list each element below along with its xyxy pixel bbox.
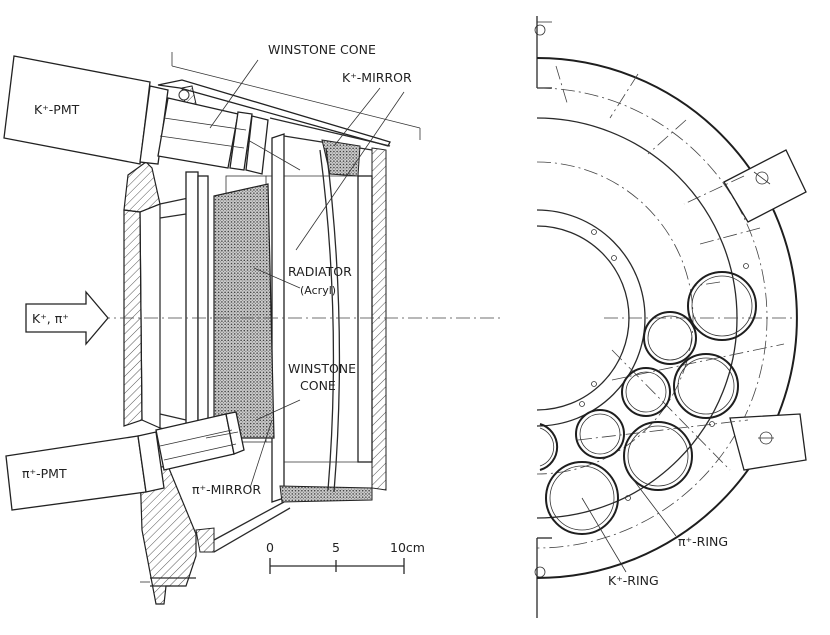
beam-label: K⁺, π⁺: [32, 311, 69, 326]
radiator-label: RADIATOR: [288, 264, 352, 279]
beam-arrow: K⁺, π⁺: [25, 290, 109, 346]
pi-pmt: [5, 411, 245, 511]
outer-ring-arc: [536, 57, 798, 579]
pi-mirror-label: π⁺-MIRROR: [192, 482, 261, 497]
k-pmt: [3, 55, 269, 175]
hole-markers: [579, 229, 749, 501]
front-frame: [534, 16, 552, 618]
front-view: π⁺-RING K⁺-RING: [534, 16, 807, 618]
scale-tick-10: 10cm: [390, 540, 425, 555]
radial-guides: [555, 65, 796, 471]
mount-bracket-bottom: [729, 413, 807, 471]
scale-tick-0: 0: [266, 540, 274, 555]
winstone-cone-bottom-label-1: WINSTONE: [288, 361, 356, 376]
pmt-rings: [539, 271, 757, 535]
k-mirror-label: K⁺-MIRROR: [342, 70, 412, 85]
radiator-material-label: (Acryl): [300, 284, 336, 297]
housing-outline: [123, 52, 421, 605]
pi-pmt-label: π⁺-PMT: [22, 466, 67, 481]
radiator-block: [213, 183, 275, 439]
winstone-cone-bottom-label-2: CONE: [300, 378, 336, 393]
leader-lines: [205, 59, 405, 489]
pi-ring-label: π⁺-RING: [678, 534, 728, 549]
mount-bracket-top: [723, 149, 807, 223]
scale-bar: 0 5 10cm: [266, 540, 425, 574]
k-pmt-label: K⁺-PMT: [34, 102, 80, 117]
winstone-cone-top-label: WINSTONE CONE: [268, 42, 376, 57]
k-ring-label: K⁺-RING: [608, 573, 659, 588]
scale-tick-5: 5: [332, 540, 340, 555]
cross-section-view: K⁺, π⁺ K⁺-PMT WINSTONE CONE K⁺-MIRROR RA…: [3, 42, 500, 605]
